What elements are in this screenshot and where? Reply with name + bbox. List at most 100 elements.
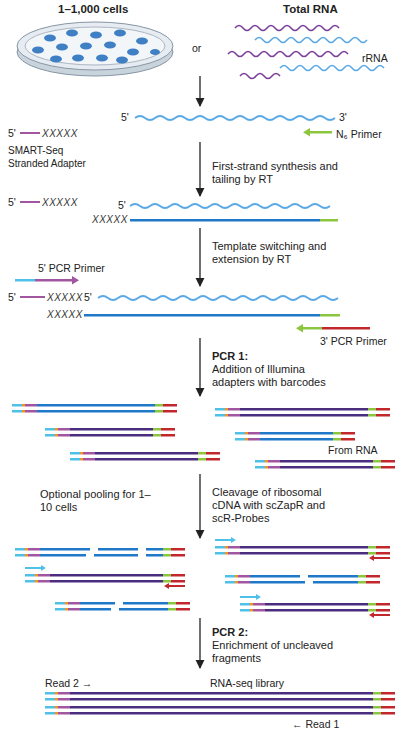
template-switch (20, 296, 45, 298)
template-switch (84, 314, 320, 317)
cleavage-products (146, 554, 163, 557)
cleavage-products (50, 574, 163, 577)
cleavage-products (265, 603, 368, 606)
pcr1-products (70, 452, 95, 461)
rna-template (303, 128, 310, 137)
library-label: RNA-seq library (210, 677, 284, 690)
first-strand (320, 219, 338, 222)
pcr1-products (373, 460, 395, 469)
cleavage-products (146, 548, 163, 551)
flow-arrow (199, 76, 200, 668)
culture-dish (17, 22, 173, 70)
template-switch (72, 276, 79, 285)
template-switch (296, 324, 303, 333)
culture-dish (25, 27, 165, 65)
culture-dish (44, 35, 56, 42)
adapter-sequence: XXXXX (47, 308, 83, 321)
culture-dish (136, 38, 148, 45)
pcr1-products (12, 404, 177, 413)
culture-dish (114, 30, 126, 37)
template-switch (322, 327, 370, 330)
template-switch (320, 314, 340, 317)
primer-name: N₆ Primer (336, 128, 382, 141)
cleavage-products (119, 608, 168, 611)
culture-dish (127, 49, 139, 56)
cleavage-products (164, 583, 169, 589)
cleavage-products (215, 546, 240, 555)
cleavage-products (168, 602, 190, 611)
cleavage-products (369, 612, 374, 618)
first-strand (20, 201, 40, 203)
pcr1-products (260, 432, 333, 435)
pcr1-products (368, 408, 390, 417)
culture-dish (56, 44, 68, 51)
template-switch (98, 296, 338, 300)
cleavage-products (40, 554, 86, 557)
template-switch (35, 279, 72, 282)
pcr1-products (215, 408, 390, 417)
step-title: PCR 1: (212, 350, 248, 363)
step-text: Cleavage of ribosomal cDNA with scZapR a… (212, 486, 347, 525)
end-label: 5' (8, 291, 16, 304)
pcr1-products (215, 408, 240, 417)
pcr1-products (95, 452, 198, 455)
cleavage-products (240, 552, 368, 555)
cleavage-products (40, 548, 90, 551)
cleavage-products (265, 609, 368, 612)
or-text: or (192, 42, 201, 55)
cleavage-products (308, 575, 358, 578)
culture-dish (72, 55, 84, 62)
cleavage-products (169, 585, 185, 587)
primer-name: 5' PCR Primer (38, 262, 105, 275)
pcr1-products (260, 438, 333, 441)
cleavage-products (358, 575, 380, 584)
end-label: 5' (84, 291, 92, 304)
cleavage-products (80, 602, 115, 605)
callout-label: From RNA (328, 444, 378, 457)
cleavage-products (368, 603, 390, 612)
flow-arrow (199, 618, 200, 668)
rna-seq-library (45, 706, 70, 715)
rna-seq-library (373, 706, 395, 715)
total-rna (280, 66, 384, 71)
first-strand (130, 219, 320, 222)
adapter-sequence: XXXXX (92, 213, 128, 226)
pcr1-products (12, 404, 395, 469)
end-label: 5' (8, 196, 16, 209)
pcr1-products (70, 452, 220, 461)
adapter-sequence: XXXXX (47, 291, 83, 304)
culture-dish (32, 47, 44, 54)
cleavage-products (225, 575, 380, 584)
cleavage-products (98, 548, 138, 551)
cleavage-products (15, 537, 390, 618)
note-text: Optional pooling for 1–10 cells (40, 488, 160, 514)
total-rna (235, 26, 339, 31)
rna-seq-library (70, 698, 373, 701)
pcr1-products (45, 428, 175, 437)
pcr1-products (95, 458, 198, 461)
template-switch (15, 276, 370, 333)
flow-arrow (199, 228, 200, 286)
pcr1-products (235, 432, 260, 441)
culture-dish (90, 32, 102, 39)
cleavage-products (240, 594, 390, 618)
culture-dish (80, 43, 92, 50)
cleavage-products (15, 548, 185, 557)
cleavage-products (240, 603, 265, 612)
adapter-sequence: XXXXX (42, 196, 78, 209)
cleavage-products (240, 546, 368, 549)
rna-seq-library (373, 692, 395, 701)
pcr1-products (198, 452, 220, 461)
flow-arrow (199, 142, 200, 196)
end-label: 5' (8, 127, 16, 140)
cleavage-products (25, 565, 185, 589)
step-title: PCR 2: (212, 626, 248, 639)
cleavage-products (368, 546, 390, 555)
primer-name: 3' PCR Primer (320, 335, 387, 348)
culture-dish (150, 49, 160, 55)
culture-dish (104, 42, 116, 49)
sample-heading: Total RNA (283, 3, 338, 16)
cleavage-products (231, 537, 236, 543)
flow-arrow (199, 338, 200, 396)
first-strand (130, 204, 330, 208)
